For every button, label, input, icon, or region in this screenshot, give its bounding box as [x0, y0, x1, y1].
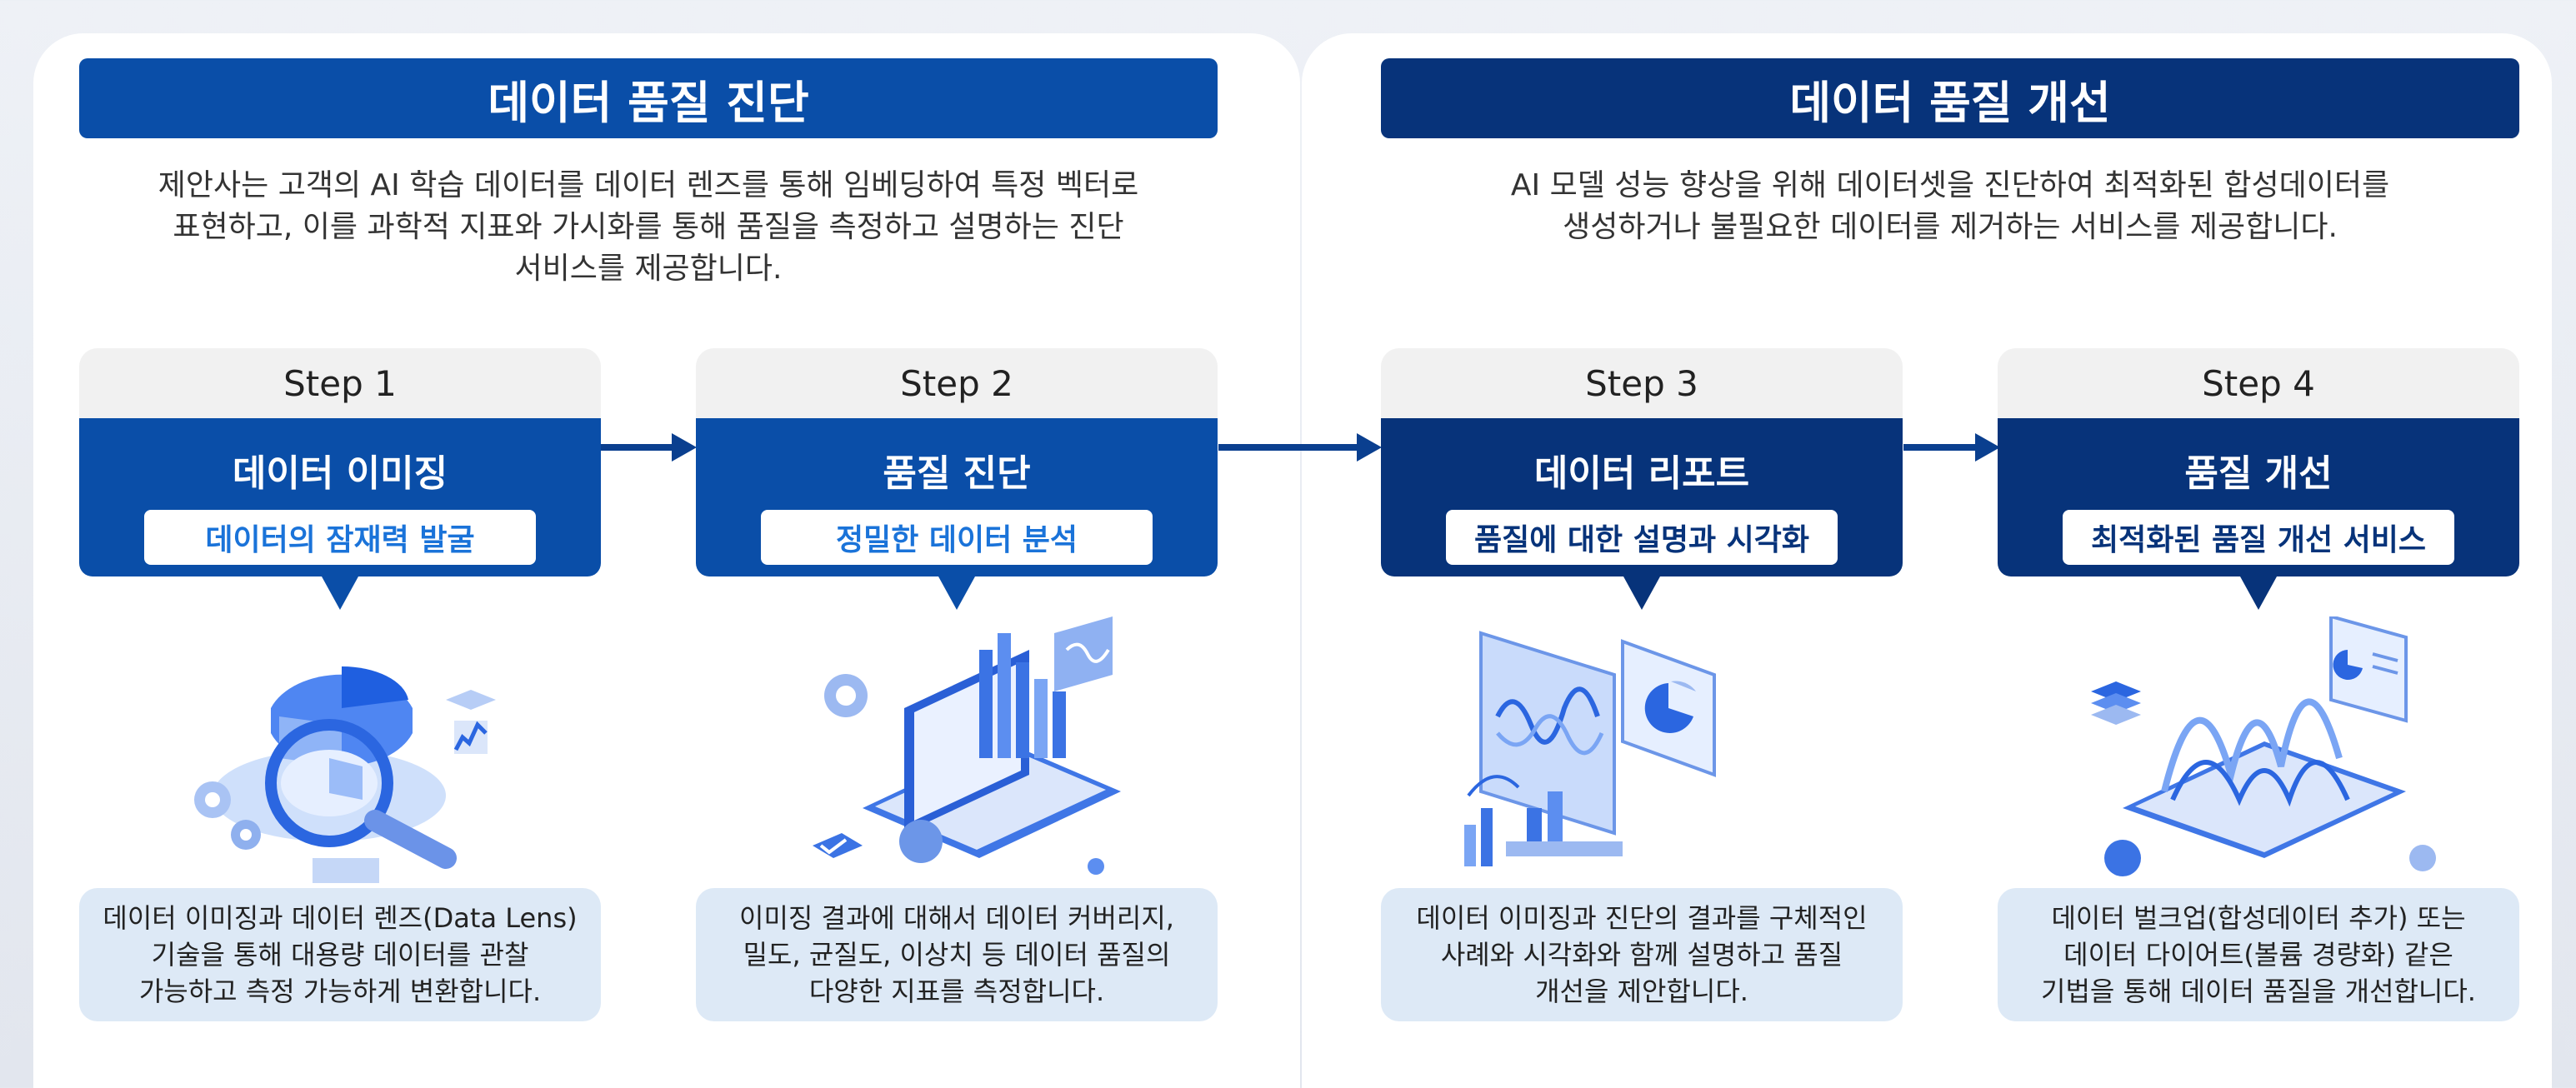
step-note-line: 데이터 벌크업(합성데이터 추가) 또는: [2051, 902, 2466, 934]
section-title-improvement: 데이터 품질 개선: [1381, 58, 2519, 138]
step-card-2: Step 2 품질 진단 정밀한 데이터 분석: [696, 348, 1218, 610]
step-note-line: 가능하고 측정 가능하게 변환합니다.: [138, 976, 542, 1007]
step-note-line: 데이터 이미징과 데이터 렌즈(Data Lens): [103, 902, 578, 934]
step-card-3: Step 3 데이터 리포트 품질에 대한 설명과 시각화: [1381, 348, 1903, 610]
quality-diagnosis-illustration-icon: [696, 616, 1218, 883]
section-description-line: AI 모델 성능 향상을 위해 데이터셋을 진단하여 최적화된 합성데이터를: [1510, 168, 2390, 202]
data-report-illustration-icon: [1381, 616, 1903, 883]
step-tag: 데이터의 잠재력 발굴: [144, 510, 536, 565]
pointer-triangle: [322, 576, 358, 610]
step-box: 품질 진단 정밀한 데이터 분석: [696, 418, 1218, 610]
step-note-1: 데이터 이미징과 데이터 렌즈(Data Lens) 기술을 통해 대용량 데이터…: [79, 888, 601, 1021]
step-tag: 품질에 대한 설명과 시각화: [1446, 510, 1838, 565]
data-imaging-illustration-icon: [79, 616, 601, 883]
step-note-line: 사례와 시각화와 함께 설명하고 품질: [1440, 939, 1843, 971]
step-tag: 최적화된 품질 개선 서비스: [2063, 510, 2454, 565]
step-box: 데이터 이미징 데이터의 잠재력 발굴: [79, 418, 601, 610]
step-name: 품질 진단: [883, 452, 1031, 495]
step-note-line: 다양한 지표를 측정합니다.: [808, 976, 1105, 1007]
section-description-line: 생성하거나 불필요한 데이터를 제거하는 서비스를 제공합니다.: [1563, 210, 2338, 244]
section-description-diagnosis: 제안사는 고객의 AI 학습 데이터를 데이터 렌즈를 통해 임베딩하여 특정 …: [125, 165, 1172, 290]
arrow-step2-to-step3: [1218, 433, 1382, 462]
step-note-line: 밀도, 균질도, 이상치 등 데이터 품질의: [743, 939, 1171, 971]
step-note-line: 데이터 다이어트(볼륨 경량화) 같은: [2063, 939, 2453, 971]
step-label: Step 4: [1998, 348, 2519, 418]
pointer-triangle: [1623, 576, 1660, 610]
step-note-line: 이미징 결과에 대해서 데이터 커버리지,: [739, 902, 1174, 934]
step-box: 데이터 리포트 품질에 대한 설명과 시각화: [1381, 418, 1903, 610]
arrow-step1-to-step2: [600, 433, 697, 462]
section-description-line: 표현하고, 이를 과학적 지표와 가시화를 통해 품질을 측정하고 설명하는 진…: [173, 210, 1124, 244]
section-description-line: 서비스를 제공합니다.: [514, 252, 783, 286]
step-name: 품질 개선: [2184, 452, 2333, 495]
step-tag: 정밀한 데이터 분석: [761, 510, 1153, 565]
step-card-4: Step 4 품질 개선 최적화된 품질 개선 서비스: [1998, 348, 2519, 610]
step-label: Step 2: [696, 348, 1218, 418]
step-name: 데이터 리포트: [1533, 452, 1750, 495]
step-label: Step 3: [1381, 348, 1903, 418]
step-note-line: 기술을 통해 대용량 데이터를 관찰: [151, 939, 529, 971]
pointer-triangle: [2240, 576, 2277, 610]
step-note-line: 데이터 이미징과 진단의 결과를 구체적인: [1416, 902, 1868, 934]
step-note-line: 개선을 제안합니다.: [1535, 976, 1748, 1007]
step-label: Step 1: [79, 348, 601, 418]
section-description-line: 제안사는 고객의 AI 학습 데이터를 데이터 렌즈를 통해 임베딩하여 특정 …: [158, 168, 1139, 202]
arrow-step3-to-step4: [1903, 433, 2000, 462]
step-note-line: 기법을 통해 데이터 품질을 개선합니다.: [2041, 976, 2476, 1007]
quality-improvement-illustration-icon: [1998, 614, 2519, 883]
step-box: 품질 개선 최적화된 품질 개선 서비스: [1998, 418, 2519, 610]
section-title-diagnosis: 데이터 품질 진단: [79, 58, 1218, 138]
step-name: 데이터 이미징: [232, 452, 448, 495]
pointer-triangle: [938, 576, 975, 610]
step-note-2: 이미징 결과에 대해서 데이터 커버리지, 밀도, 균질도, 이상치 등 데이터 …: [696, 888, 1218, 1021]
step-card-1: Step 1 데이터 이미징 데이터의 잠재력 발굴: [79, 348, 601, 610]
